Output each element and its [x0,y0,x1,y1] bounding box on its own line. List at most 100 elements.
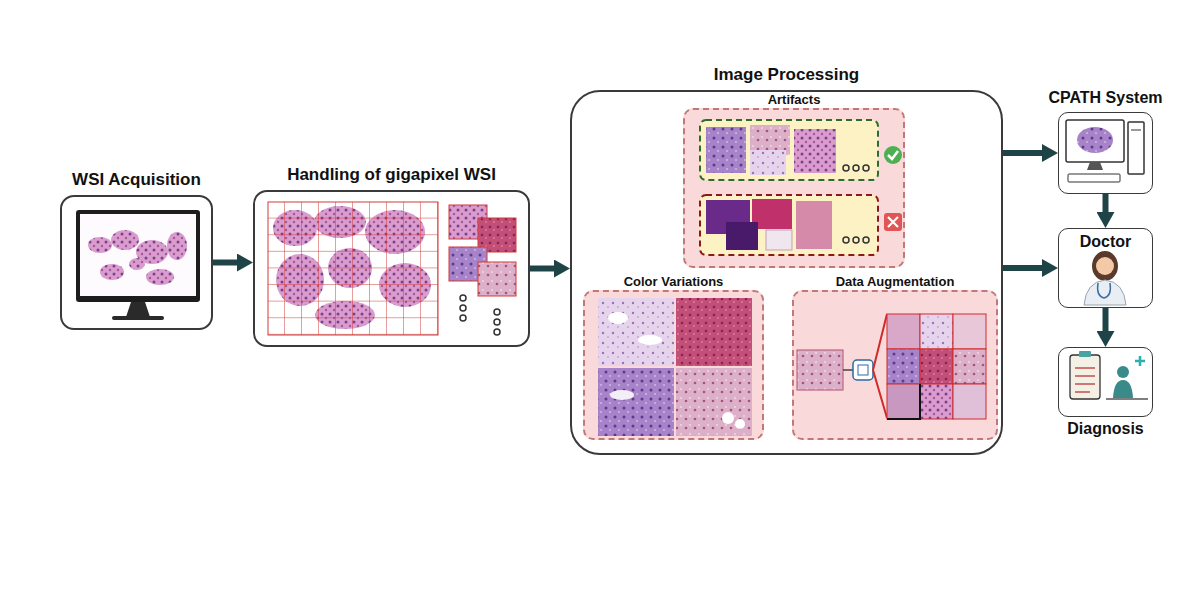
artifact-tile [726,222,758,250]
tissue-blob [100,264,124,280]
ellipsis-dot [863,237,869,243]
tissue-blob [328,248,372,288]
node-title: Image Processing [542,66,1031,85]
tissue-blob [167,232,187,260]
augmented-tile [887,349,920,384]
tile-patch [750,150,786,175]
augmented-tile [920,349,953,384]
ellipsis-dot [863,165,869,171]
artifact-tile [706,200,750,234]
patient-body [1113,380,1133,398]
gland-lumen [638,335,662,345]
augmented-tile [887,314,920,349]
clipboard [1070,355,1100,399]
node-title: CPATH System [1029,89,1182,107]
artifact-tile [766,230,792,250]
doctor-hair [1092,251,1118,281]
tissue-blob [129,258,145,270]
augmented-tile [920,384,953,419]
augmented-tile [953,314,986,349]
chip-core [858,365,868,375]
stage-box: WSI Acquisition [60,195,213,330]
monitor-stand [126,302,150,317]
stage-box: Doctor [1058,228,1153,308]
tissue-blob [136,240,168,264]
node-title: Data Augmentation [764,275,1026,289]
check-icon [884,146,902,164]
stage-box: CPATH System [1058,112,1153,194]
rejected-group [700,195,878,255]
ellipsis-dot [494,319,500,325]
computer-monitor [1066,120,1124,162]
computer-stand [1087,162,1103,170]
augment-marker [887,384,920,419]
augment-ray [873,314,887,418]
monitor-screen [80,214,196,296]
augmented-tile [953,384,986,419]
cross-icon [884,213,902,231]
stage-box: Diagnosis [1058,347,1153,417]
ellipsis-dot [494,309,500,315]
accepted-group [700,120,878,180]
ellipsis-dot [460,315,466,321]
artifact-tile [796,201,832,249]
doctor-coat [1084,280,1126,305]
tile-patch [449,247,487,281]
computer-tower [1128,122,1144,174]
flow-arrow [213,260,237,266]
ellipsis-dot [843,165,849,171]
monitor-frame [76,210,200,302]
sub-step-box: Color Variations [583,290,764,440]
report-lines [1075,368,1095,392]
tile-patch [706,127,746,173]
fat-cell [735,419,745,429]
desk-line [1106,398,1148,400]
stain-sample [676,368,752,436]
augmented-tile [887,384,920,419]
flow-arrow [530,266,554,272]
tile-grid [268,202,438,335]
tissue-blob [315,301,375,329]
node-title: Handling of gigapixel WSI [225,166,558,185]
tile-patch [794,129,836,173]
node-title: Doctor [1029,233,1182,251]
node-title: Diagnosis [1029,420,1182,438]
tissue-blob [1077,127,1113,153]
ellipsis-dot [460,305,466,311]
gland-lumen [610,390,634,400]
tissue-blob [111,230,139,250]
ellipsis-dot [494,329,500,335]
augmented-tile [920,314,953,349]
tissue-blob [276,254,324,306]
tissue-blob [146,269,174,285]
tower-detail [1131,130,1141,131]
tile-patch [449,205,487,239]
artifact-tile [752,199,792,229]
keyboard [1068,174,1120,182]
stain-sample [676,298,752,366]
tile-patch [750,125,790,155]
tissue-blob [88,237,112,253]
tissue-blob [273,210,317,246]
flow-line [843,369,853,371]
augmented-tile [953,349,986,384]
cross-mark [888,217,898,227]
chip-icon [853,360,873,380]
stage-box: Handling of gigapixel WSI [253,190,530,347]
node-title: Color Variations [555,275,792,289]
node-title: Artifacts [655,93,933,107]
ellipsis-dot [853,237,859,243]
monitor-base [112,316,164,320]
tissue-blob [379,263,431,307]
source-tile [797,350,843,390]
clipboard-clip [1079,351,1091,357]
patient-head [1117,366,1129,378]
node-title: WSI Acquisition [32,171,241,190]
check-mark [888,151,898,159]
sub-step-box: Data Augmentation [792,290,998,440]
stethoscope [1098,283,1111,298]
tissue-blob [314,206,366,238]
